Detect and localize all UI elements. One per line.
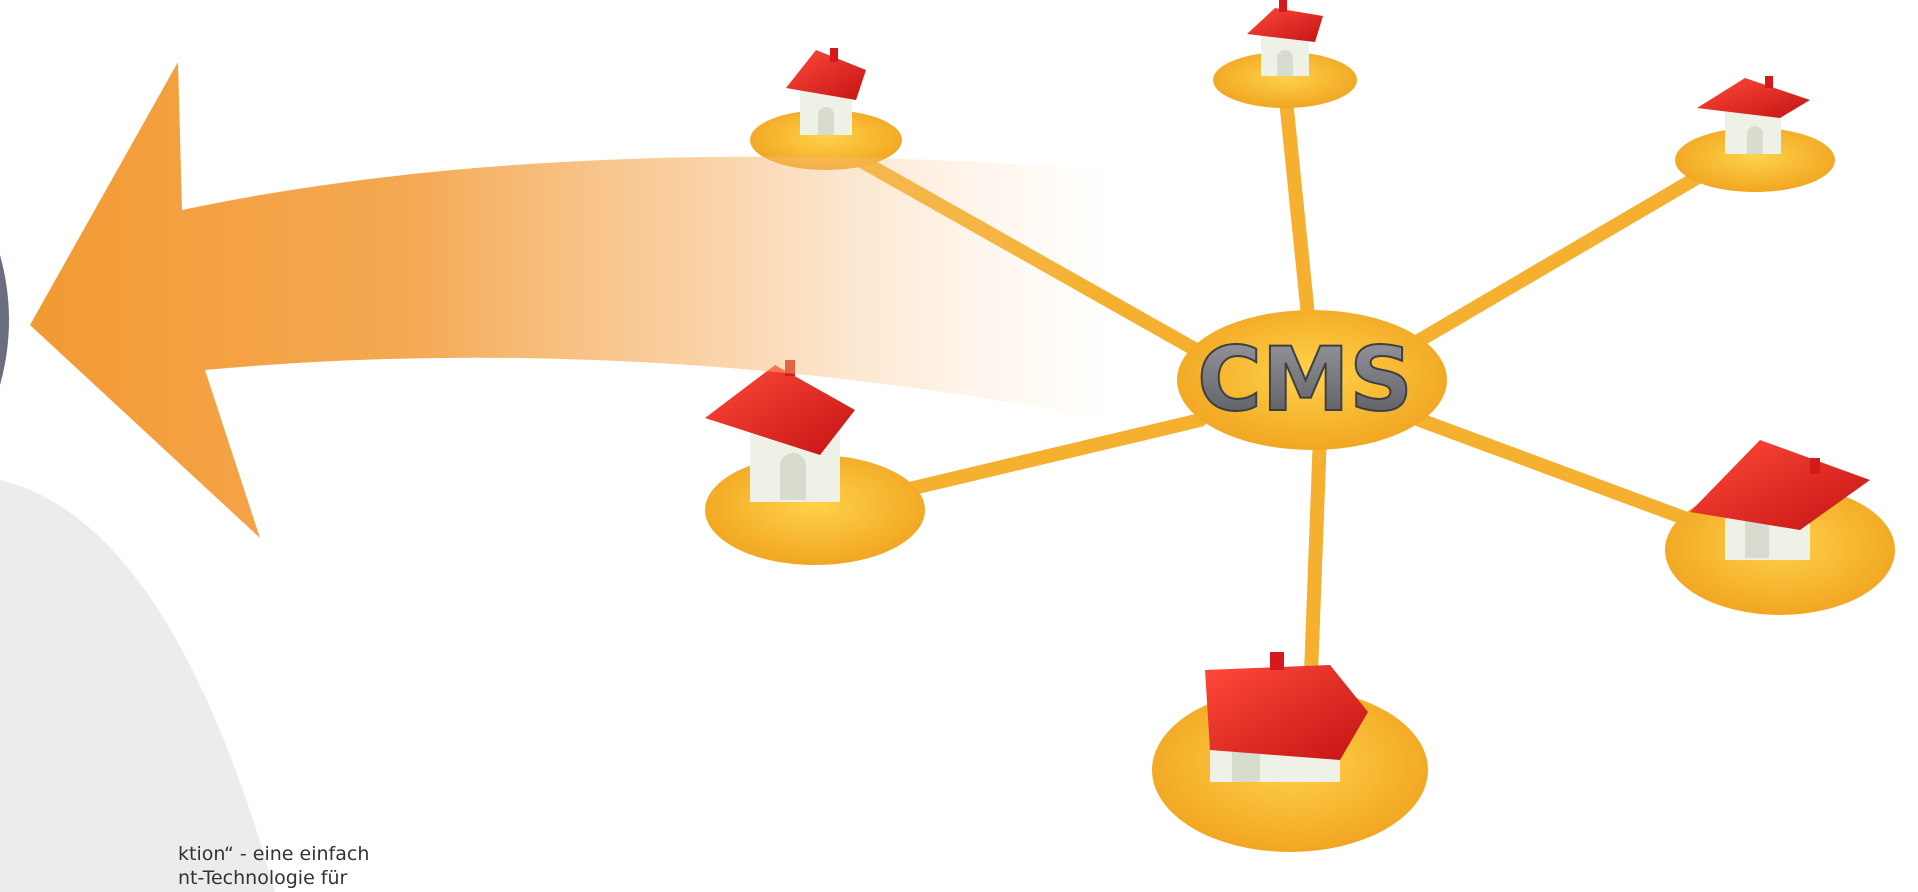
hub-label: CMS: [1197, 328, 1413, 431]
spoke-left: [898, 413, 1207, 497]
house-node-right: [1665, 440, 1895, 615]
grey-disc-edge: [0, 255, 9, 385]
caption-line-1: ktion“ - eine einfach: [178, 843, 370, 865]
house-node-top-right: [1675, 76, 1835, 192]
curved-arrow: [30, 62, 1110, 538]
house-node-top: [1213, 0, 1357, 108]
spoke-top: [1278, 83, 1317, 342]
house-node-bottom: [1152, 652, 1428, 852]
background-arc-shape: [0, 480, 275, 892]
spoke-right: [1413, 413, 1737, 542]
caption-text: ktion“ - eine einfach nt-Technologie für: [178, 842, 369, 890]
cms-hub: CMS: [1177, 310, 1447, 450]
spoke-top-right: [1413, 163, 1717, 347]
caption-line-2: nt-Technologie für: [178, 867, 348, 889]
house-node-top-left: [750, 48, 902, 170]
spoke-bottom: [1303, 428, 1327, 707]
house-node-left: [705, 360, 925, 565]
